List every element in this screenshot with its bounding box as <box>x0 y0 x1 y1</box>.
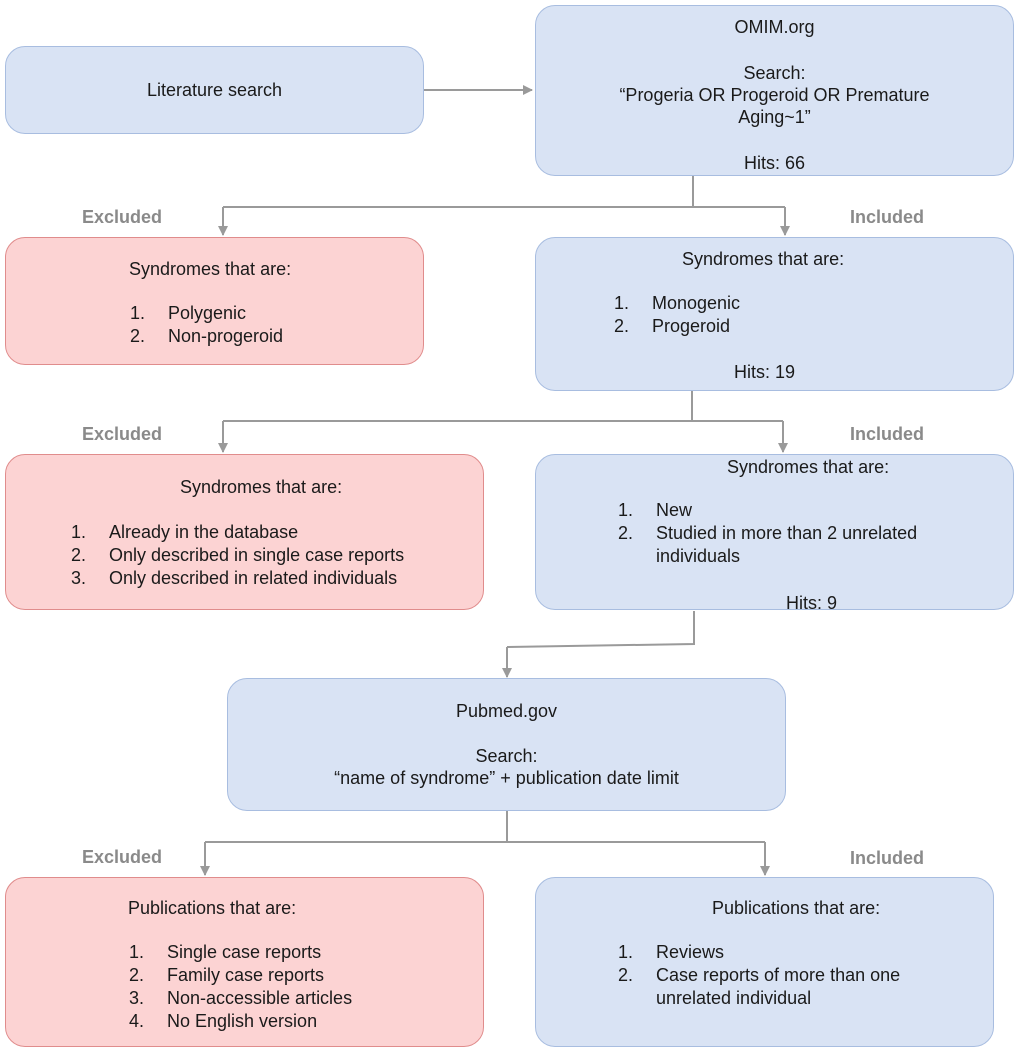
omim-query-line2: Aging~1” <box>738 107 811 127</box>
included-tag-1: Included <box>850 207 925 227</box>
omim-title: OMIM.org <box>734 17 815 37</box>
list-item: 2.Case reports of more than one <box>618 965 901 985</box>
list-item: 2.Family case reports <box>129 965 325 985</box>
omim-box: OMIM.org Search: “Progeria OR Progeroid … <box>535 5 1014 176</box>
included-1-heading: Syndromes that are: <box>682 249 845 269</box>
list-item: 1.Reviews <box>618 942 725 962</box>
excluded-box-1: Syndromes that are: 1.Polygenic 2.Non-pr… <box>5 237 424 365</box>
excluded-box-3: Publications that are: 1.Single case rep… <box>5 877 484 1047</box>
pubmed-query: “name of syndrome” + publication date li… <box>334 768 679 788</box>
included-box-1: Syndromes that are: 1.Monogenic 2.Proger… <box>535 237 1014 391</box>
connector-included2-to-pubmed <box>506 611 695 648</box>
pubmed-box: Pubmed.gov Search: “name of syndrome” + … <box>227 678 786 811</box>
included-3-heading: Publications that are: <box>712 898 881 918</box>
literature-search-label: Literature search <box>146 79 283 100</box>
included-1-list: 1.Monogenic 2.Progeroid <box>614 292 741 338</box>
list-item: 2.Non-progeroid <box>130 326 284 346</box>
list-item: unrelated individual <box>656 988 812 1008</box>
list-item: 2.Only described in single case reports <box>71 545 405 565</box>
included-2-heading: Syndromes that are: <box>727 457 890 477</box>
excluded-3-list: 1.Single case reports 2.Family case repo… <box>129 941 353 1033</box>
literature-search-box: Literature search <box>5 46 424 134</box>
list-item: 1.Monogenic <box>614 293 741 313</box>
included-box-2: Syndromes that are: 1.New 2.Studied in m… <box>535 454 1014 613</box>
list-item: 3.Only described in related individuals <box>71 568 398 588</box>
excluded-3-heading: Publications that are: <box>128 898 297 918</box>
excluded-box-2: Syndromes that are: 1.Already in the dat… <box>5 454 484 610</box>
list-item: 1.New <box>618 500 693 520</box>
included-3-list: 1.Reviews 2.Case reports of more than on… <box>618 941 901 1010</box>
excluded-tag-3: Excluded <box>82 847 163 867</box>
list-item: 2.Studied in more than 2 unrelated <box>618 523 918 543</box>
omim-hits: Hits: 66 <box>743 153 806 173</box>
included-2-hits: Hits: 9 <box>786 593 838 613</box>
list-item: 1.Polygenic <box>130 303 247 323</box>
included-1-hits: Hits: 19 <box>734 362 796 382</box>
excluded-1-heading: Syndromes that are: <box>129 259 292 279</box>
connector-pubmed-split <box>205 811 765 843</box>
pubmed-title: Pubmed.gov <box>455 701 558 721</box>
excluded-2-heading: Syndromes that are: <box>180 477 343 497</box>
list-item: individuals <box>656 546 741 566</box>
connector-omim-split <box>223 176 785 208</box>
included-box-3: Publications that are: 1.Reviews 2.Case … <box>535 877 994 1047</box>
list-item: 4.No English version <box>129 1011 318 1031</box>
excluded-1-list: 1.Polygenic 2.Non-progeroid <box>130 302 284 348</box>
excluded-2-list: 1.Already in the database 2.Only describ… <box>71 521 405 590</box>
excluded-tag-2: Excluded <box>82 424 163 444</box>
pubmed-search-label: Search: <box>475 746 538 766</box>
list-item: 1.Single case reports <box>129 942 322 962</box>
excluded-tag-1: Excluded <box>82 207 163 227</box>
list-item: 1.Already in the database <box>71 522 299 542</box>
included-tag-2: Included <box>850 424 925 444</box>
list-item: 2.Progeroid <box>614 316 731 336</box>
included-2-list: 1.New 2.Studied in more than 2 unrelated… <box>618 499 918 568</box>
included-tag-3: Included <box>850 848 925 868</box>
list-item: 3.Non-accessible articles <box>129 988 353 1008</box>
omim-query-line1: “Progeria OR Progeroid OR Premature <box>619 85 930 105</box>
connector-included1-split <box>223 391 783 422</box>
omim-search-label: Search: <box>743 63 806 83</box>
